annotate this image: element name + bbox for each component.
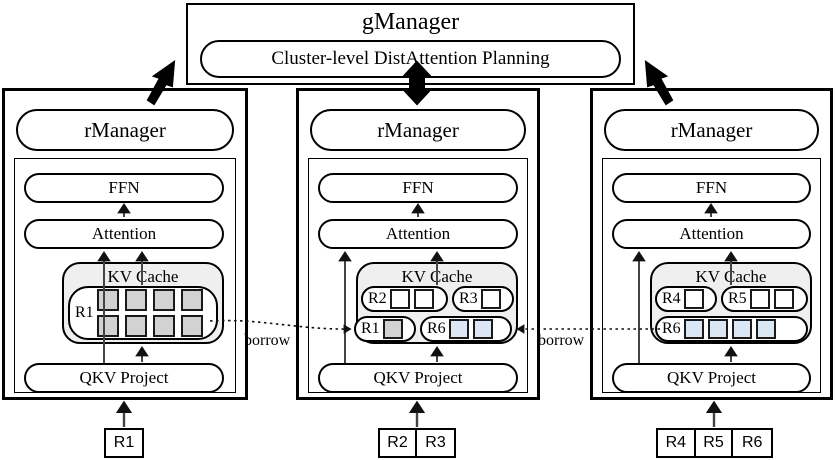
middle-node-request-R3: R3 [452, 286, 514, 312]
right-node-request-R6: R6 [655, 316, 808, 342]
middle-node-kv-cache-title: KV Cache [401, 267, 473, 286]
kv-block [152, 315, 175, 337]
middle-node-request-R3-label: R3 [459, 290, 478, 307]
kv-block [152, 289, 175, 311]
right-node-request-R5: R5 [721, 286, 808, 312]
kv-block [413, 289, 434, 309]
request-token: R3 [425, 434, 446, 451]
kv-block [180, 315, 203, 337]
kv-block [124, 289, 147, 311]
middle-node-incoming-requests: R2 R3 [378, 428, 456, 458]
kv-block [96, 315, 119, 337]
left-node-request-R1-blocks [96, 289, 209, 337]
middle-node-request-R1-label: R1 [361, 320, 380, 337]
right-node-request-R4: R4 [655, 286, 717, 312]
middle-node-request-R6-label: R6 [427, 320, 446, 337]
kv-block [683, 289, 704, 309]
kv-block [749, 289, 770, 309]
middle-node-qkv-project: QKV Project [318, 363, 518, 393]
borrow-label-left: borrow [244, 332, 291, 349]
right-node-kv-cache-title: KV Cache [695, 267, 767, 286]
left-node-qkv-project: QKV Project [24, 363, 224, 393]
middle-node-attention: Attention [318, 219, 518, 249]
middle-node-request-R2-label: R2 [368, 290, 387, 307]
right-node-attention: Attention [612, 219, 811, 249]
left-node-ffn: FFN [24, 173, 224, 203]
kv-block [755, 319, 776, 339]
right-node-request-R5-label: R5 [728, 290, 747, 307]
cluster-level-planning-box: Cluster-level DistAttention Planning [200, 40, 621, 78]
request-token: R4 [658, 430, 696, 456]
right-node-incoming-requests: R4 R5 R6 [656, 428, 773, 458]
left-node-attention: Attention [24, 219, 224, 249]
right-node-request-R4-label: R4 [662, 290, 681, 307]
left-node-request-R1: R1 [68, 286, 218, 340]
middle-node-request-R6-borrowed: R6 [420, 316, 512, 342]
middle-node-rmanager: rManager [310, 109, 526, 151]
kv-block [773, 289, 794, 309]
kv-block [707, 319, 728, 339]
kv-block [124, 315, 147, 337]
right-node-qkv-project: QKV Project [612, 363, 811, 393]
kv-block [389, 289, 410, 309]
middle-node-request-R2: R2 [361, 286, 448, 312]
borrow-label-right: borrow [538, 332, 585, 349]
left-node-request-R1-label: R1 [75, 304, 94, 321]
kv-block [96, 289, 119, 311]
kv-block [448, 319, 469, 339]
request-token: R5 [696, 430, 734, 456]
request-token: R1 [113, 434, 135, 451]
middle-node-ffn: FFN [318, 173, 518, 203]
left-node-kv-cache-title: KV Cache [107, 267, 179, 286]
left-node-incoming-requests: R1 [104, 428, 144, 458]
gmanager-title: gManager [361, 8, 460, 35]
right-node-ffn: FFN [612, 173, 811, 203]
kv-block [683, 319, 704, 339]
left-node-rmanager: rManager [16, 109, 234, 151]
request-token: R2 [380, 430, 418, 456]
kv-block [382, 319, 403, 339]
kv-block [472, 319, 493, 339]
middle-node-request-R1-borrowed: R1 [354, 316, 416, 342]
kv-block [180, 289, 203, 311]
kv-block [731, 319, 752, 339]
right-node-request-R6-label: R6 [662, 320, 681, 337]
request-token: R6 [741, 434, 763, 451]
right-node-rmanager: rManager [604, 109, 819, 151]
kv-block [480, 289, 501, 309]
